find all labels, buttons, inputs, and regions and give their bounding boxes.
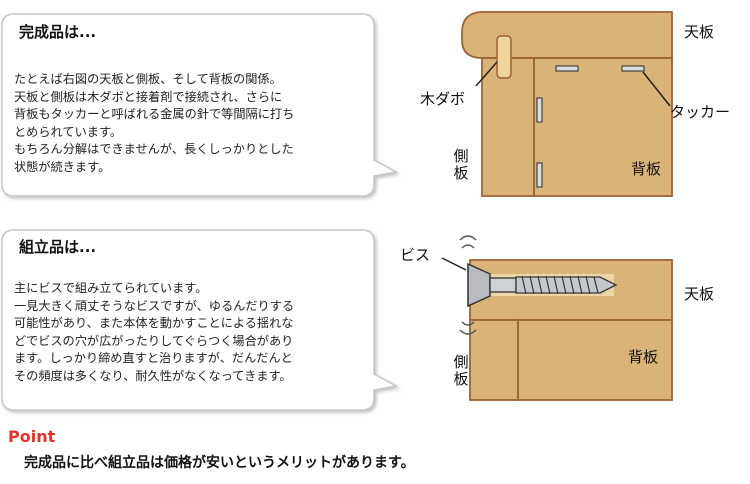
tacker-staple bbox=[536, 97, 543, 123]
tacker-label: タッカー bbox=[670, 103, 731, 121]
dowel-shape bbox=[496, 35, 512, 79]
side-board-label: 側板 bbox=[453, 147, 469, 182]
explanation-bubble-assembled: 完成品は... たとえば右図の天板と側板、そして背板の関係。 天板と側板は木ダボ… bbox=[0, 0, 420, 200]
bubble-title: 完成品は... bbox=[19, 23, 97, 41]
bubble-body: たとえば右図の天板と側板、そして背板の関係。 天板と側板は木ダボと接着剤で接続さ… bbox=[14, 72, 295, 174]
bubble-title: 組立品は... bbox=[19, 238, 97, 256]
side-board-shape bbox=[481, 57, 535, 197]
tacker-staple bbox=[555, 65, 579, 72]
finished-product-diagram bbox=[461, 11, 673, 197]
bubble-body: 主にビスで組み立てられています。 一見大きく頑丈そうなビスですが、ゆるんだりする… bbox=[14, 281, 295, 383]
dowel-label: 木ダボ bbox=[420, 90, 466, 108]
top-board-shape bbox=[461, 11, 673, 59]
side-board-shape bbox=[469, 319, 519, 401]
bubble-outline bbox=[1, 13, 399, 197]
screw-head bbox=[467, 262, 491, 308]
tacker-staple bbox=[536, 162, 543, 188]
back-board-label: 背板 bbox=[628, 348, 659, 366]
screw-label: ビス bbox=[400, 246, 431, 264]
top-board-label: 天板 bbox=[684, 23, 715, 41]
back-board-shape bbox=[517, 319, 673, 401]
side-board-label: 側板 bbox=[453, 353, 469, 388]
top-board-label: 天板 bbox=[684, 285, 715, 303]
back-board-label: 背板 bbox=[631, 160, 662, 178]
tacker-staple bbox=[621, 65, 645, 72]
explanation-bubble-kit: 組立品は... 主にビスで組み立てられています。 一見大きく頑丈そうなビスですが… bbox=[0, 222, 420, 422]
point-text: 完成品に比べ組立品は価格が安いというメリットがあります。 bbox=[24, 455, 415, 471]
bubble-outline bbox=[1, 229, 399, 411]
back-board-shape bbox=[533, 57, 673, 197]
screw-shank bbox=[489, 277, 517, 293]
kit-product-diagram bbox=[441, 235, 673, 401]
point-title: Point bbox=[8, 427, 56, 446]
